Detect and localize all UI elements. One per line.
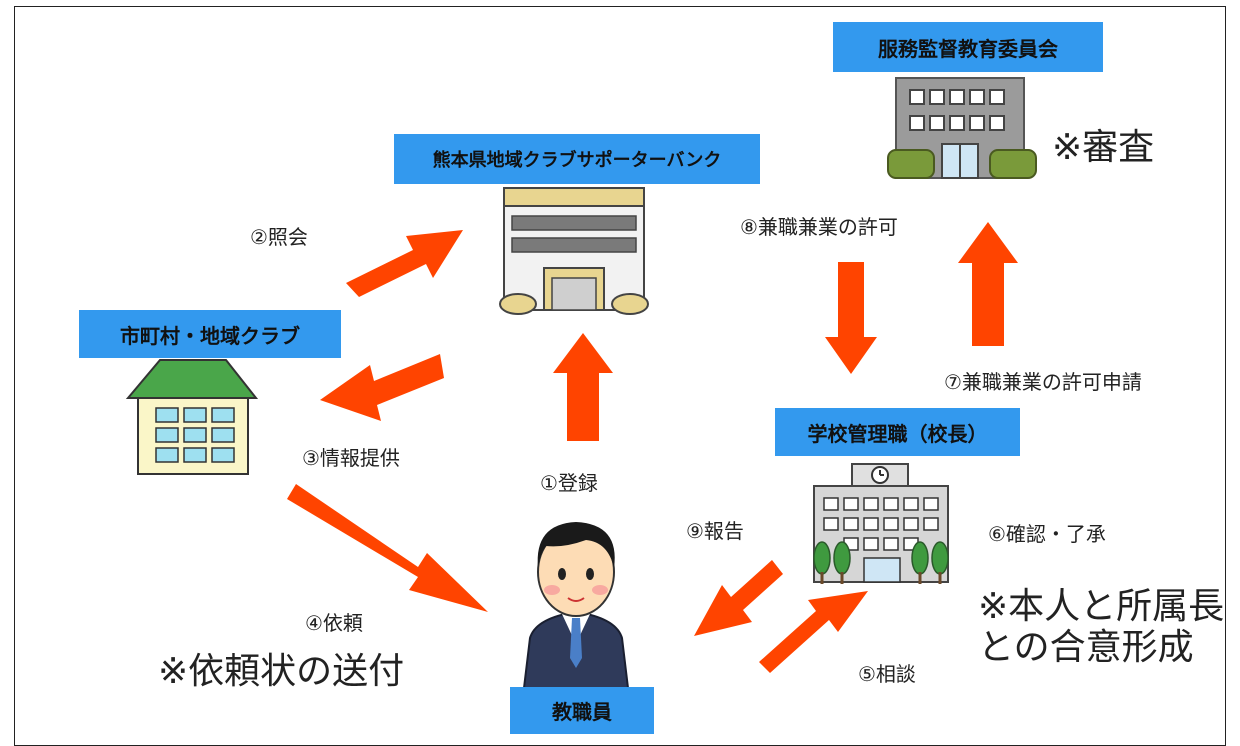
arrow-request xyxy=(287,484,488,612)
arrow-consult xyxy=(759,591,868,673)
supporter-bank-label: 熊本県地域クラブサポーターバンク xyxy=(394,134,760,184)
arrow-permission xyxy=(825,262,877,374)
note-agreement-line1: ※本人と所属長 xyxy=(978,586,1225,627)
staff-person-icon xyxy=(522,522,630,689)
staff-label: 教職員 xyxy=(510,687,654,734)
note-review: ※審査 xyxy=(1052,127,1155,168)
step-request: ④依頼 xyxy=(305,611,363,635)
arrow-permission-request xyxy=(958,222,1018,346)
board-of-education-label: 服務監督教育委員会 xyxy=(833,22,1103,72)
note-request-letter: ※依頼状の送付 xyxy=(158,651,405,692)
arrow-report xyxy=(694,560,783,636)
step-permission-request: ⑦兼職兼業の許可申請 xyxy=(944,370,1142,394)
arrow-inquiry xyxy=(346,230,463,297)
municipal-club-house-icon xyxy=(125,359,259,475)
step-confirm-approve: ⑥確認・了承 xyxy=(988,522,1106,546)
step-report: ⑨報告 xyxy=(686,519,744,543)
supporter-bank-building-icon xyxy=(499,187,649,315)
step-register: ①登録 xyxy=(540,471,598,495)
step-inquiry: ②照会 xyxy=(250,225,308,249)
municipal-club-label: 市町村・地域クラブ xyxy=(79,310,341,358)
note-agreement-line2: との合意形成 xyxy=(978,627,1194,668)
step-permission: ⑧兼職兼業の許可 xyxy=(740,215,898,239)
school-building-icon xyxy=(813,463,949,584)
step-info-provision: ③情報提供 xyxy=(302,446,400,470)
step-consult: ⑤相談 xyxy=(858,662,916,686)
school-principal-label: 学校管理職（校長） xyxy=(775,408,1020,456)
arrow-info-provision xyxy=(320,354,444,421)
arrow-register xyxy=(553,333,613,441)
board-office-building-icon xyxy=(887,77,1037,179)
